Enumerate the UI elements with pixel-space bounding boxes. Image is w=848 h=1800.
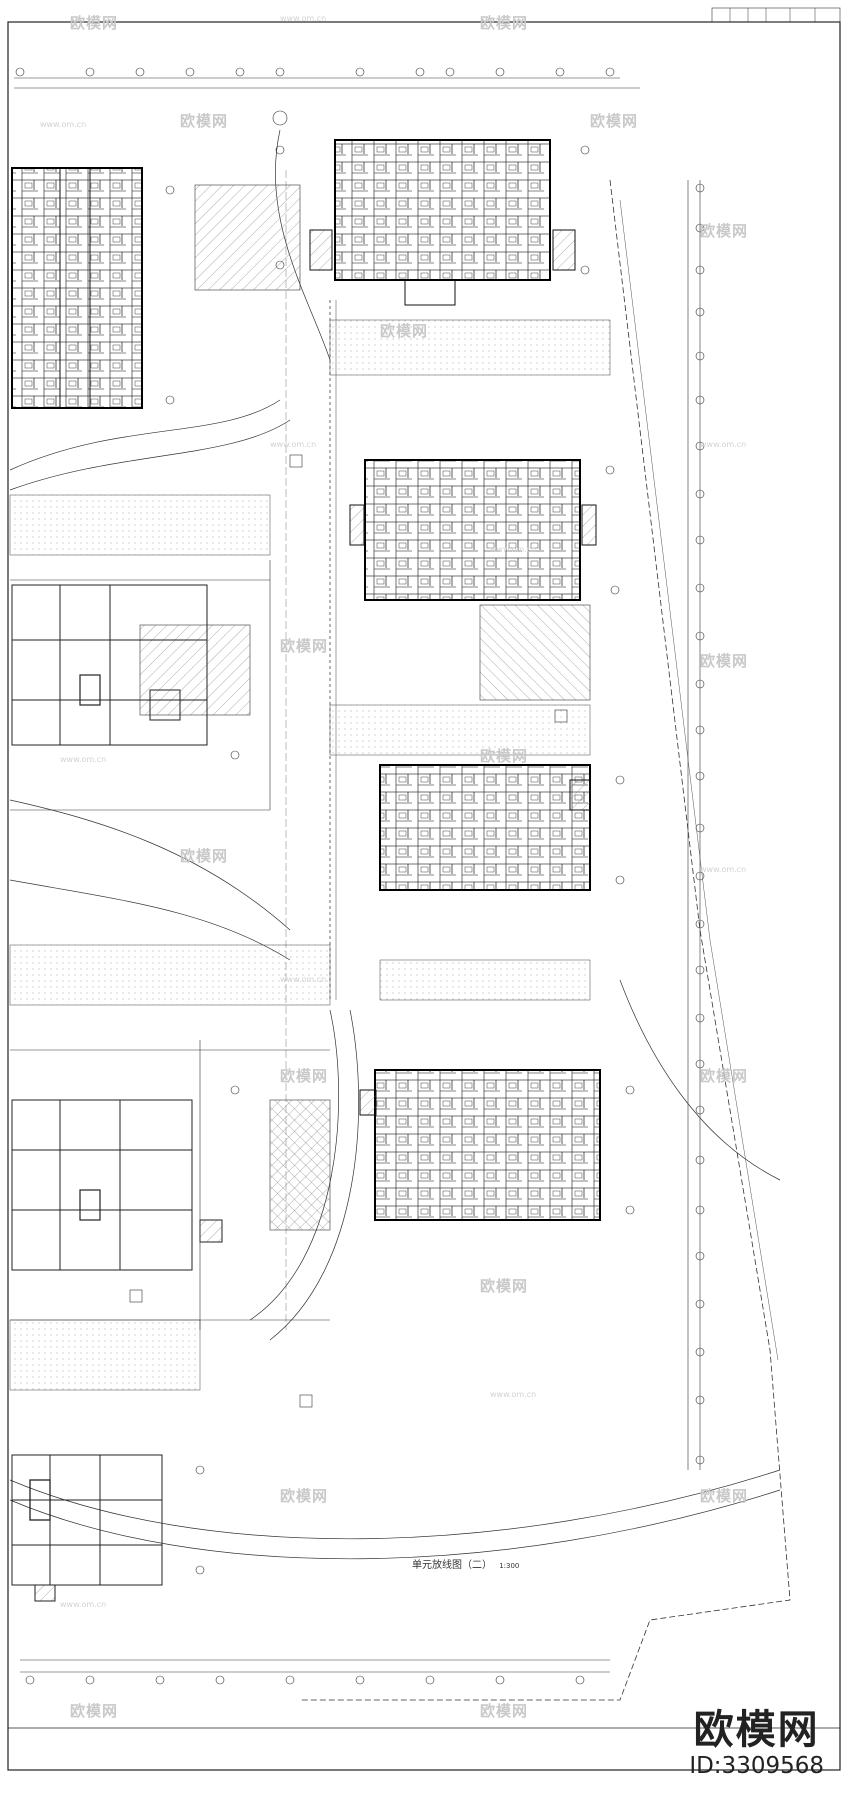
site-boundary <box>300 179 791 1701</box>
building-a <box>11 167 143 409</box>
ramp-hatch-4 <box>139 624 251 716</box>
watermark-url: www.om.cn <box>270 440 317 449</box>
right-axis-bubbles <box>695 183 705 1465</box>
watermark-logo: 欧模网 <box>700 1067 749 1085</box>
watermark-logo: 欧模网 <box>700 222 749 240</box>
paved-area-2 <box>9 494 271 556</box>
watermark-logo: 欧模网 <box>700 652 749 670</box>
watermark-logo: 欧模网 <box>480 1277 529 1295</box>
building-h <box>11 1454 163 1602</box>
brand-corner: 欧模网 ID:3309568 <box>689 1708 824 1780</box>
watermark-url: www.om.cn <box>60 755 107 764</box>
paved-area-5 <box>9 1319 201 1391</box>
top-axis-bubbles <box>15 67 615 77</box>
watermark-logo: 欧模网 <box>70 14 119 32</box>
drawing-scale: 1:300 <box>499 1562 520 1570</box>
ramp-hatch-1 <box>194 184 301 291</box>
watermark-logo: 欧模网 <box>70 1702 119 1720</box>
building-d <box>379 764 591 891</box>
watermark-logo: 欧模网 <box>280 1067 329 1085</box>
paved-area-4 <box>379 959 591 1001</box>
watermark-logo: 欧模网 <box>480 747 529 765</box>
brand-id: ID:3309568 <box>689 1753 824 1779</box>
watermark-url: www.om.cn <box>280 975 327 984</box>
axis-markers <box>165 110 635 1575</box>
watermark-logo: 欧模网 <box>280 1487 329 1505</box>
boundary-inner <box>619 199 779 1361</box>
ramp-hatch-3b <box>270 1100 330 1230</box>
watermark-url: www.om.cn <box>700 440 747 449</box>
sheet-border <box>7 21 841 1771</box>
watermark-logo: 欧模网 <box>700 1487 749 1505</box>
watermark-logo: 欧模网 <box>380 322 429 340</box>
top-dimension-line <box>14 77 640 89</box>
watermark-logo: 欧模网 <box>480 1702 529 1720</box>
section-lines <box>10 560 330 1330</box>
brand-logo: 欧模网 <box>693 1707 820 1753</box>
watermark-url: www.om.cn <box>280 14 327 23</box>
building-f <box>11 584 208 746</box>
paved-area-1 <box>329 319 611 376</box>
ramp-hatch-2 <box>479 604 591 701</box>
paved-area-3 <box>9 944 331 1006</box>
building-c <box>349 459 597 601</box>
title-block-top <box>711 7 841 23</box>
paved-area-6 <box>329 704 591 756</box>
bottom-axis-bubbles <box>25 1675 585 1685</box>
drawing-title-text: 单元放线图（二） <box>412 1560 492 1571</box>
watermark-logo: 欧模网 <box>180 112 229 130</box>
bottom-dimension-line <box>20 1659 610 1673</box>
watermark-logo: 欧模网 <box>590 112 639 130</box>
watermark-url: www.om.cn <box>490 545 537 554</box>
watermark-url: www.om.cn <box>700 865 747 874</box>
drawing-title: 单元放线图（二） 1:300 <box>412 1556 519 1571</box>
watermark-url: www.om.cn <box>60 1600 107 1609</box>
building-g <box>11 1099 223 1271</box>
road-curves <box>9 129 781 1560</box>
building-e <box>359 1069 601 1221</box>
watermark-url: www.om.cn <box>490 1390 537 1399</box>
tag-squares <box>129 454 568 1408</box>
watermark-url: www.om.cn <box>40 120 87 129</box>
watermark-logo: 欧模网 <box>480 14 529 32</box>
watermark-logo: 欧模网 <box>280 637 329 655</box>
right-dimension-ladder <box>687 180 701 1470</box>
watermark-logo: 欧模网 <box>180 847 229 865</box>
building-b <box>309 139 576 306</box>
